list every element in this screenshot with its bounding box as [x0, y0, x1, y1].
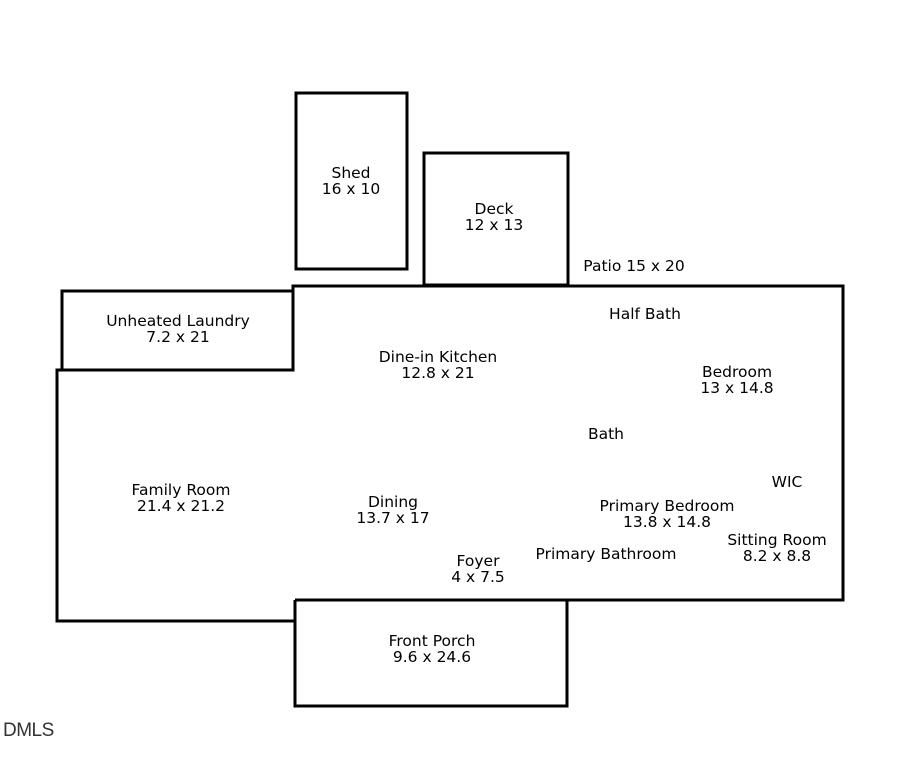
shed-outline	[294, 91, 409, 271]
room-label-bath: Bath	[587, 425, 625, 443]
main-house-outline	[55, 284, 845, 708]
room-label-wic: WIC	[771, 473, 803, 491]
room-label-primary-bathroom: Primary Bathroom	[535, 545, 677, 563]
room-label-half-bath: Half Bath	[609, 305, 681, 323]
watermark-logo: DMLS	[3, 720, 54, 741]
room-label-patio: Patio 15 x 20	[583, 257, 685, 275]
